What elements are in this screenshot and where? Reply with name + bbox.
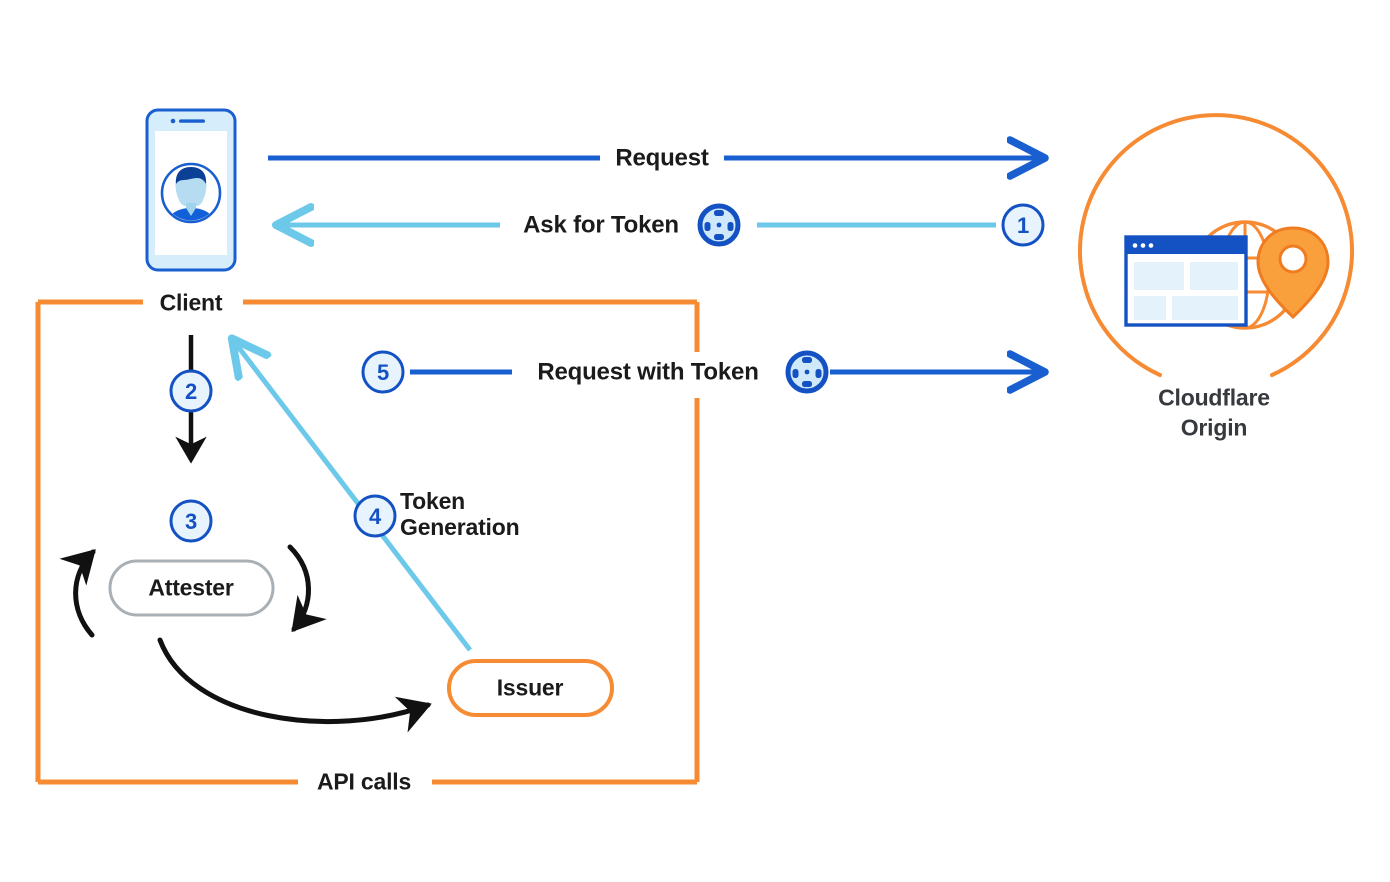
- token-icon-request: [785, 350, 829, 394]
- cloudflare-origin-label: Cloudflare Origin: [1158, 384, 1270, 441]
- location-pin-icon: [1256, 226, 1330, 320]
- step-badge-4: [353, 494, 397, 538]
- step-badge-5: [361, 350, 405, 394]
- flow-token-generation-arrow: [233, 340, 472, 652]
- flow-label-token-generation: Token Generation: [400, 488, 520, 541]
- step-number-5: 5: [376, 360, 390, 385]
- attester-node[interactable]: [108, 559, 275, 617]
- step-number-3: 3: [184, 509, 198, 534]
- cloudflare-origin-icon: [1078, 113, 1354, 377]
- client-boundary-frame: [35, 299, 700, 785]
- attester-loop-right-arrow: [287, 544, 327, 633]
- issuer-node[interactable]: [447, 659, 614, 717]
- attester-label: Attester: [148, 574, 234, 601]
- flow-label-request-with-token: Request with Token: [529, 359, 767, 385]
- step-badge-1: [1001, 203, 1045, 247]
- client-phone-icon: [145, 108, 237, 272]
- frame-label-client: Client: [149, 289, 233, 317]
- issuer-label: Issuer: [496, 674, 564, 701]
- token-icon-ask: [697, 203, 741, 247]
- step-number-2: 2: [184, 379, 198, 404]
- frame-label-api-calls: API calls: [306, 768, 422, 796]
- step-number-1: 1: [1016, 213, 1030, 238]
- flow-label-request: Request: [607, 145, 717, 171]
- step-number-4: 4: [368, 504, 382, 529]
- browser-window-icon: [1124, 235, 1248, 327]
- step-badge-3: [169, 499, 213, 543]
- flow-label-ask-for-token: Ask for Token: [515, 212, 687, 238]
- step-badge-2: [169, 369, 213, 413]
- attester-loop-left-arrow: [59, 549, 96, 638]
- attester-to-issuer-arrow: [157, 637, 432, 733]
